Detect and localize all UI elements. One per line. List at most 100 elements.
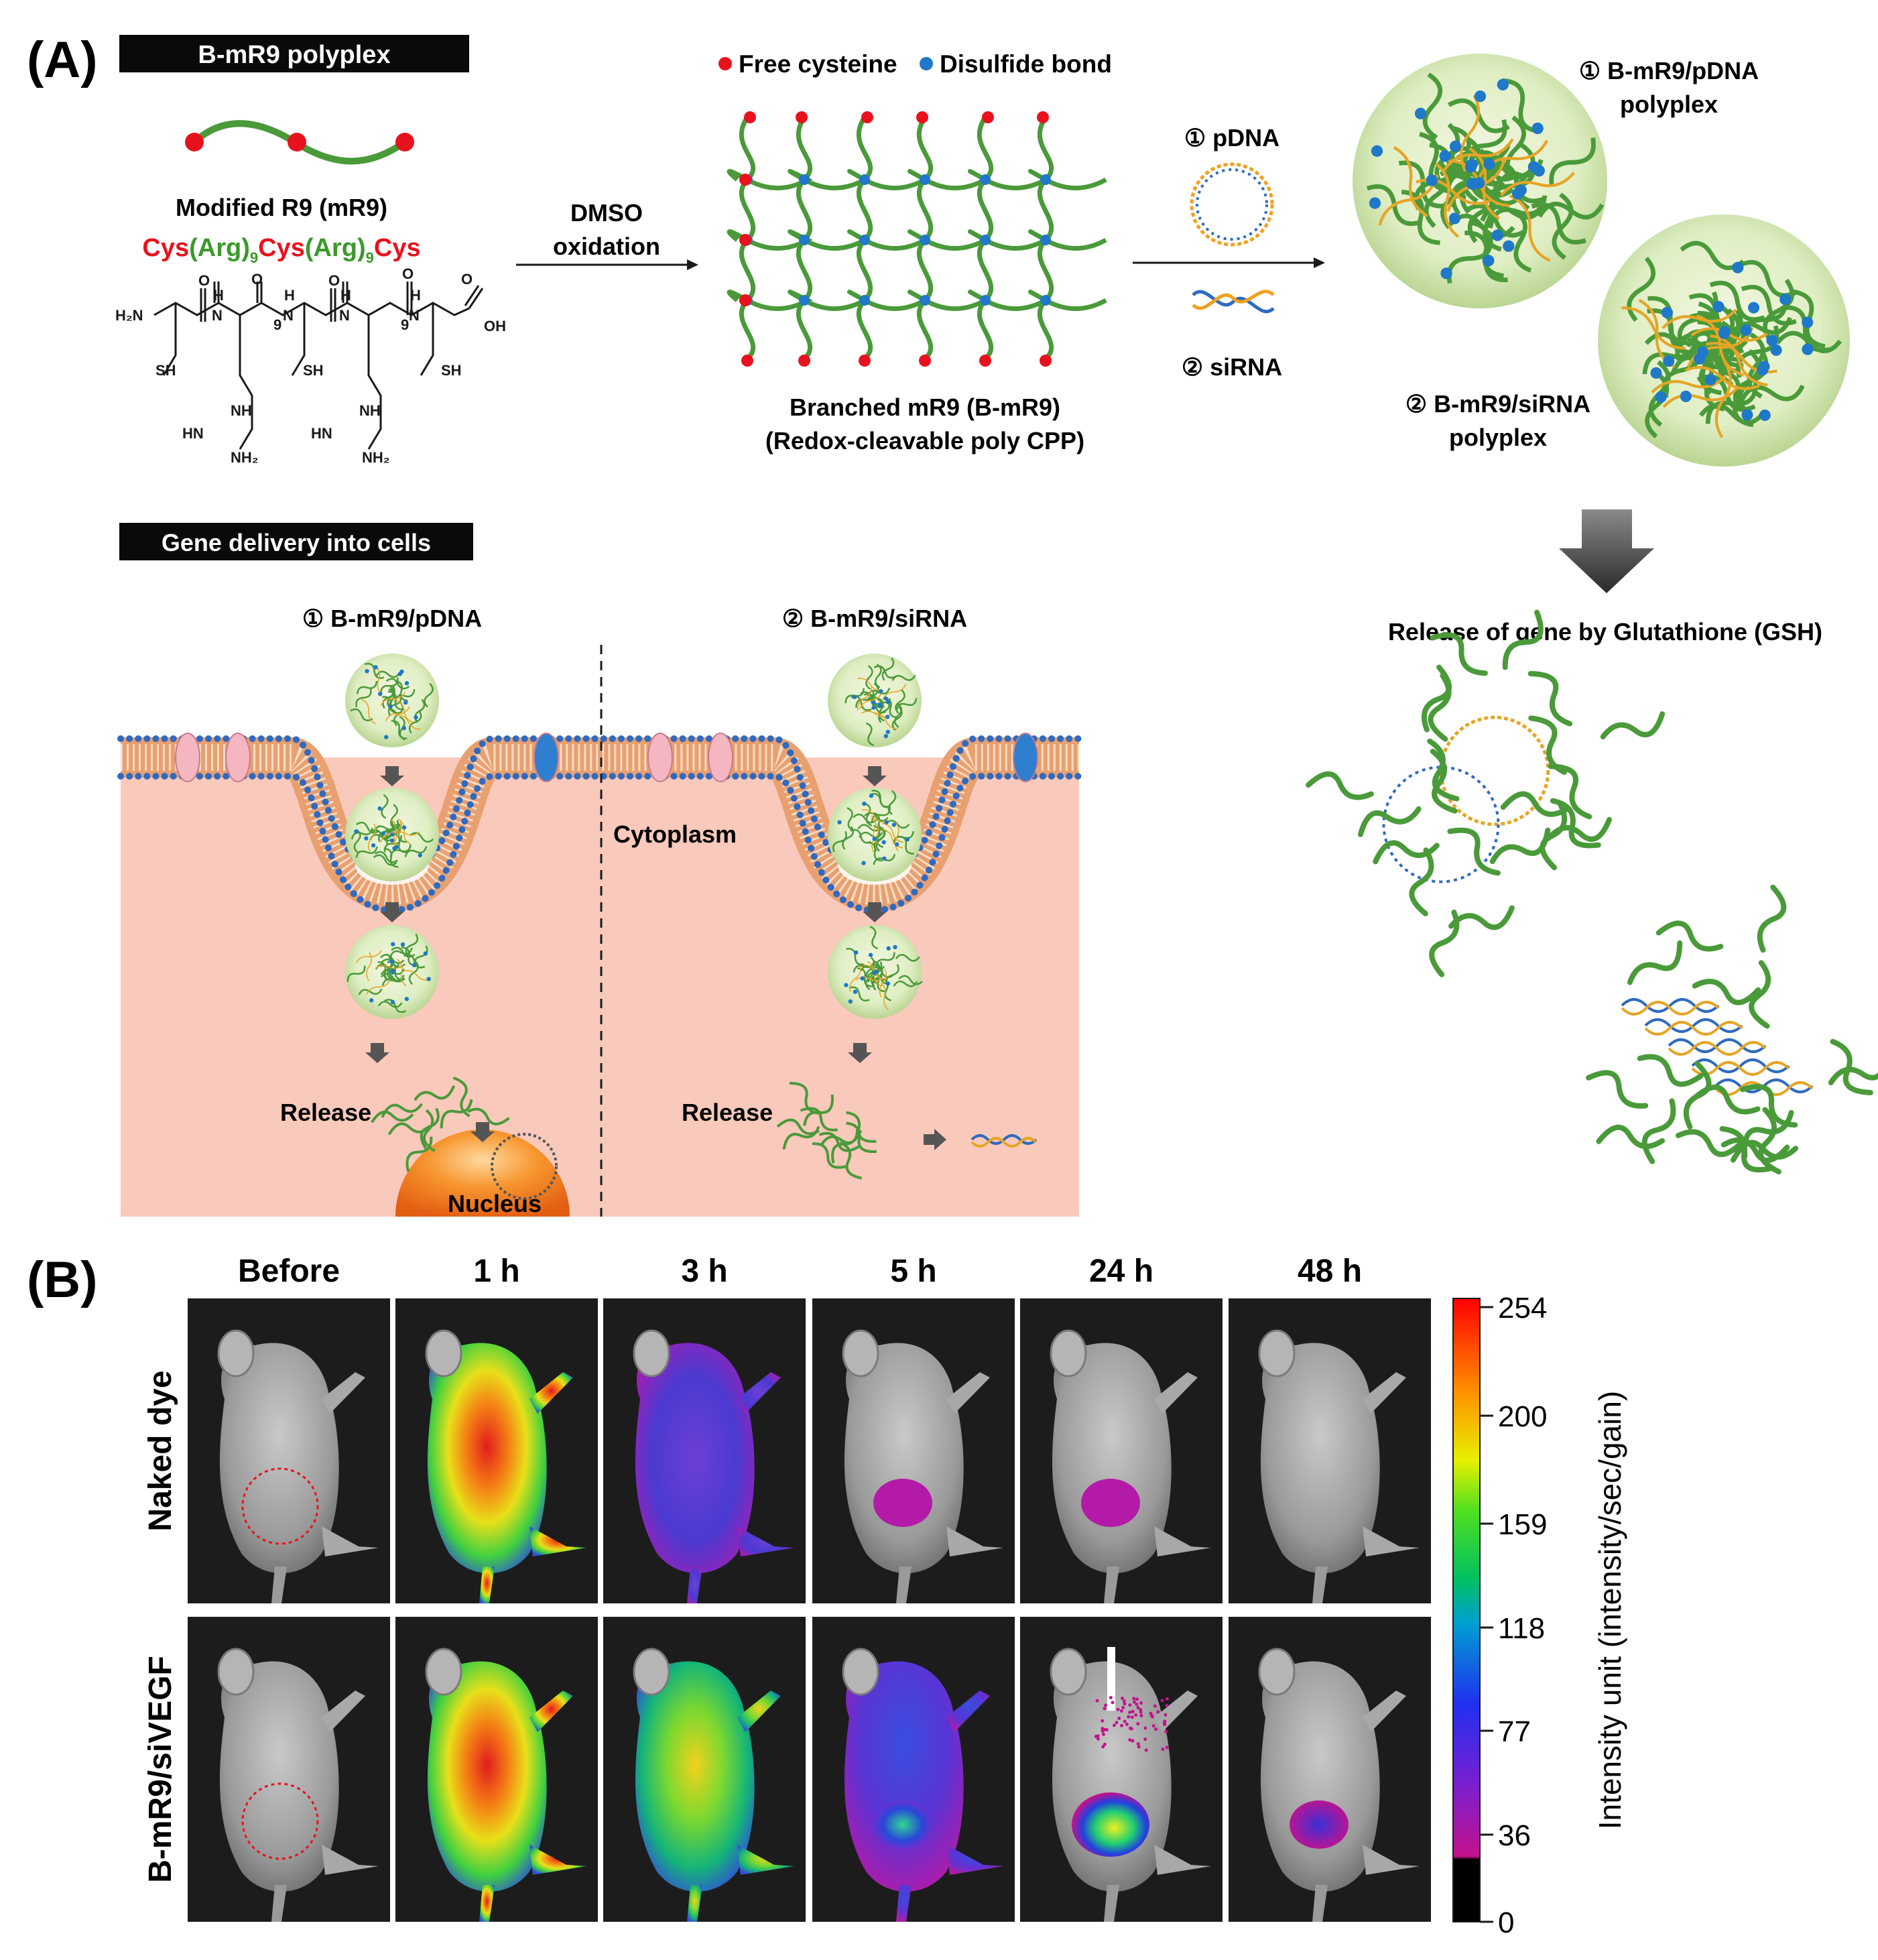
pdna-ring-icon [1190,162,1274,247]
svg-text:H₂N: H₂N [115,307,143,324]
timepoint-label: 1 h [473,1253,519,1289]
mouse-image-cell [395,1617,598,1922]
row-label: Naked dye [143,1370,178,1531]
branched-line2: (Redox-cleavable poly CPP) [765,427,1084,454]
svg-text:SH: SH [303,362,324,379]
timepoint-label: Before [238,1253,340,1289]
polyplex-pdna-line2: polyplex [1620,90,1718,118]
svg-text:N: N [283,307,294,324]
colorbar-tick-label: 0 [1498,1906,1514,1939]
mouse-image-cell [1229,1298,1431,1603]
svg-text:N: N [339,307,350,324]
svg-text:H: H [213,287,224,304]
chemical-structure [153,282,484,450]
svg-text:NH₂: NH₂ [231,449,259,466]
small-polyplex [828,654,922,747]
delivery-sirna-title: ② B-mR9/siRNA [782,605,967,632]
modified-title: Modified R9 (mR9) [176,194,387,221]
mouse-image-cell [1020,1298,1223,1603]
mouse-image-cell [188,1617,390,1922]
oxidation-arrow [516,259,698,270]
small-polyplex [828,925,923,1019]
release-down-arrow [1559,509,1654,593]
delivery-spheres [345,654,1038,1200]
timepoint-label: 5 h [890,1253,936,1289]
polyplex-sirna-line2: polyplex [1449,424,1547,451]
pdna-polyplex-sphere [1353,54,1607,308]
mouse-image-cell [603,1298,806,1603]
svg-text:NH: NH [231,402,252,419]
panel-a-letter: (A) [27,32,98,88]
small-polyplex [828,788,922,881]
sequence: Cys(Arg)9Cys(Arg)9Cys [142,234,420,266]
small-polyplex [345,654,439,747]
svg-text:N: N [212,307,223,324]
timepoint-label: 3 h [681,1253,727,1289]
image-grid [188,1298,1431,1922]
released-pdna [1306,609,1666,977]
mouse-image-cell [603,1617,806,1922]
mouse-image-cell [188,1298,390,1603]
nucleus-label: Nucleus [448,1190,542,1217]
arrow1-line1: DMSO [570,199,643,227]
free-cysteine-dot [718,57,732,70]
row-label: B-mR9/siVEGF [143,1656,178,1883]
timepoint-label: 24 h [1089,1253,1153,1289]
sirna-helix-icon [1192,290,1275,314]
svg-text:9: 9 [273,316,281,333]
arrow-to-polyplex [1133,257,1325,268]
timepoint-label: 48 h [1298,1253,1362,1289]
polyplex-header: B-mR9 polyplex [198,41,390,69]
nucleus [395,1129,570,1217]
mouse-image-cell [1020,1617,1223,1922]
mouse-image-cell [395,1298,598,1603]
colorbar-label: Intensity unit (intensity/sec/gain) [1592,1391,1627,1830]
colorbar-tick-label: 77 [1498,1715,1531,1748]
delivery-pdna-title: ① B-mR9/pDNA [302,605,482,632]
released-sirna [1586,884,1878,1175]
chemical-labels: H₂N H N O O 9 H N O H N 9 H N O O OH SH … [115,265,506,466]
gene-header-bar [119,523,473,560]
branched-network [727,111,1107,367]
svg-text:NH₂: NH₂ [362,449,390,466]
mouse-image-cell [1229,1617,1431,1922]
svg-text:HN: HN [311,425,332,442]
gene-header: Gene delivery into cells [162,529,431,556]
svg-text:O: O [251,271,263,288]
svg-text:HN: HN [182,425,204,442]
polyplex-sirna-line1: ② B-mR9/siRNA [1405,390,1590,418]
sirna-polyplex-sphere [1598,215,1850,467]
colorbar-tick-label: 159 [1498,1508,1547,1541]
panel-b-letter: (B) [27,1251,98,1308]
svg-text:SH: SH [155,362,176,379]
disulfide-dot [920,57,933,70]
svg-text:9: 9 [401,316,409,333]
mouse-image-cell [812,1298,1015,1603]
svg-text:H: H [340,287,351,304]
svg-text:O: O [461,271,473,288]
branched-line1: Branched mR9 (B-mR9) [790,393,1060,421]
colorbar-tick-label: 254 [1498,1292,1547,1325]
svg-text:SH: SH [441,362,462,379]
svg-text:O: O [198,272,210,289]
mouse-image-cell [812,1617,1015,1922]
release-title: Release of gene by Glutathione (GSH) [1388,618,1822,646]
small-polyplex [345,925,439,1019]
cytoplasm-label: Cytoplasm [613,820,737,848]
colorbar-tick-label: 36 [1498,1819,1531,1852]
arrow2-sirna: ② siRNA [1182,353,1282,381]
mr9-chain-icon [185,120,414,165]
polyplex-pdna-line1: ① B-mR9/pDNA [1579,57,1759,84]
legend-disulfide: Disulfide bond [940,50,1112,78]
svg-text:NH: NH [359,402,381,419]
release-label-sirna: Release [682,1099,773,1126]
colorbar-tick-label: 118 [1498,1612,1545,1645]
legend: Free cysteine Disulfide bond [718,50,1112,78]
svg-text:OH: OH [484,318,506,334]
svg-text:N: N [409,307,420,324]
svg-text:H: H [410,287,421,304]
